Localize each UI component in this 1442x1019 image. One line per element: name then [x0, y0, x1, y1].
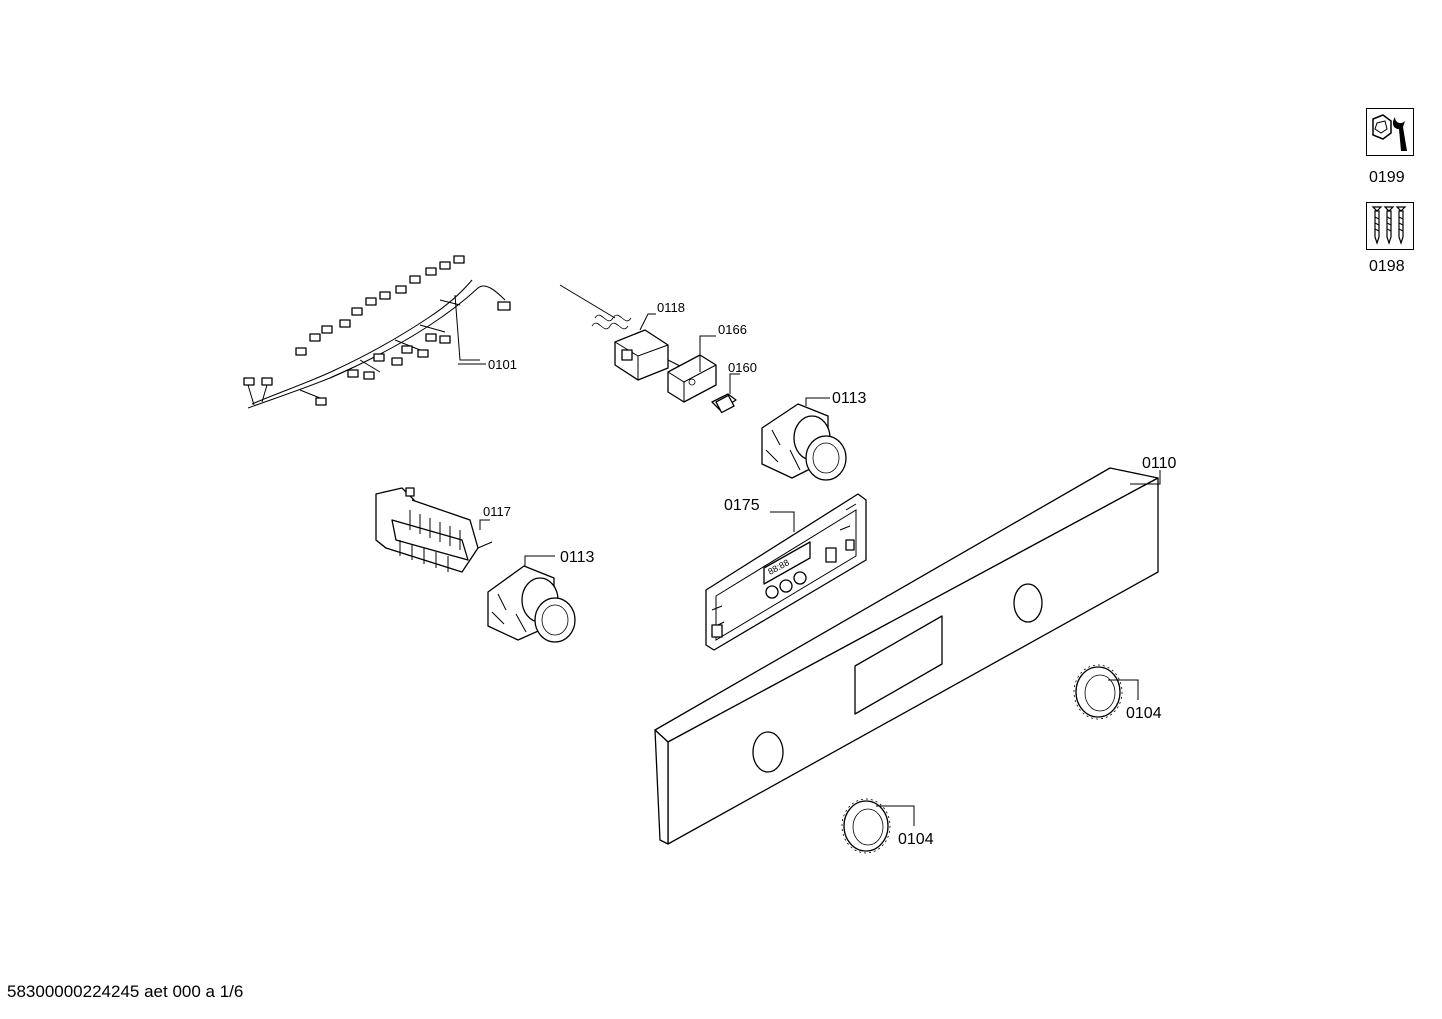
label-0113-left: 0113 — [560, 549, 595, 566]
tool-wrench-icon[interactable] — [1366, 108, 1414, 156]
control-panel-fascia-part[interactable] — [654, 467, 1159, 845]
label-0104-right: 0104 — [1126, 705, 1162, 722]
label-0113-top: 0113 — [832, 390, 867, 407]
label-0101: 0101 — [488, 357, 517, 372]
shaft-adapter-part[interactable] — [711, 393, 737, 414]
bracket-part[interactable] — [667, 354, 717, 403]
knob-ring-part-bottom[interactable] — [841, 798, 891, 854]
screws-icon[interactable] — [1366, 202, 1414, 250]
label-0110: 0110 — [1142, 455, 1177, 472]
switch-knob-part-left[interactable] — [487, 565, 576, 643]
selector-switch-part[interactable] — [375, 487, 493, 573]
thermostat-part[interactable] — [559, 284, 681, 381]
electronic-module-part[interactable]: 88:88 — [705, 493, 867, 651]
label-0117: 0117 — [483, 504, 511, 519]
label-0175: 0175 — [724, 497, 760, 514]
label-0118: 0118 — [657, 300, 685, 315]
label-0199: 0199 — [1369, 169, 1405, 186]
label-0166: 0166 — [718, 322, 747, 337]
document-id-footer: 58300000224245 aet 000 a 1/6 — [7, 982, 244, 1001]
label-0198: 0198 — [1369, 258, 1405, 275]
label-0160: 0160 — [728, 360, 757, 375]
switch-knob-part-top[interactable] — [761, 403, 847, 481]
wiring-harness-part[interactable] — [243, 255, 511, 409]
knob-ring-part-right[interactable] — [1073, 664, 1123, 720]
label-0104-bottom: 0104 — [898, 831, 934, 848]
